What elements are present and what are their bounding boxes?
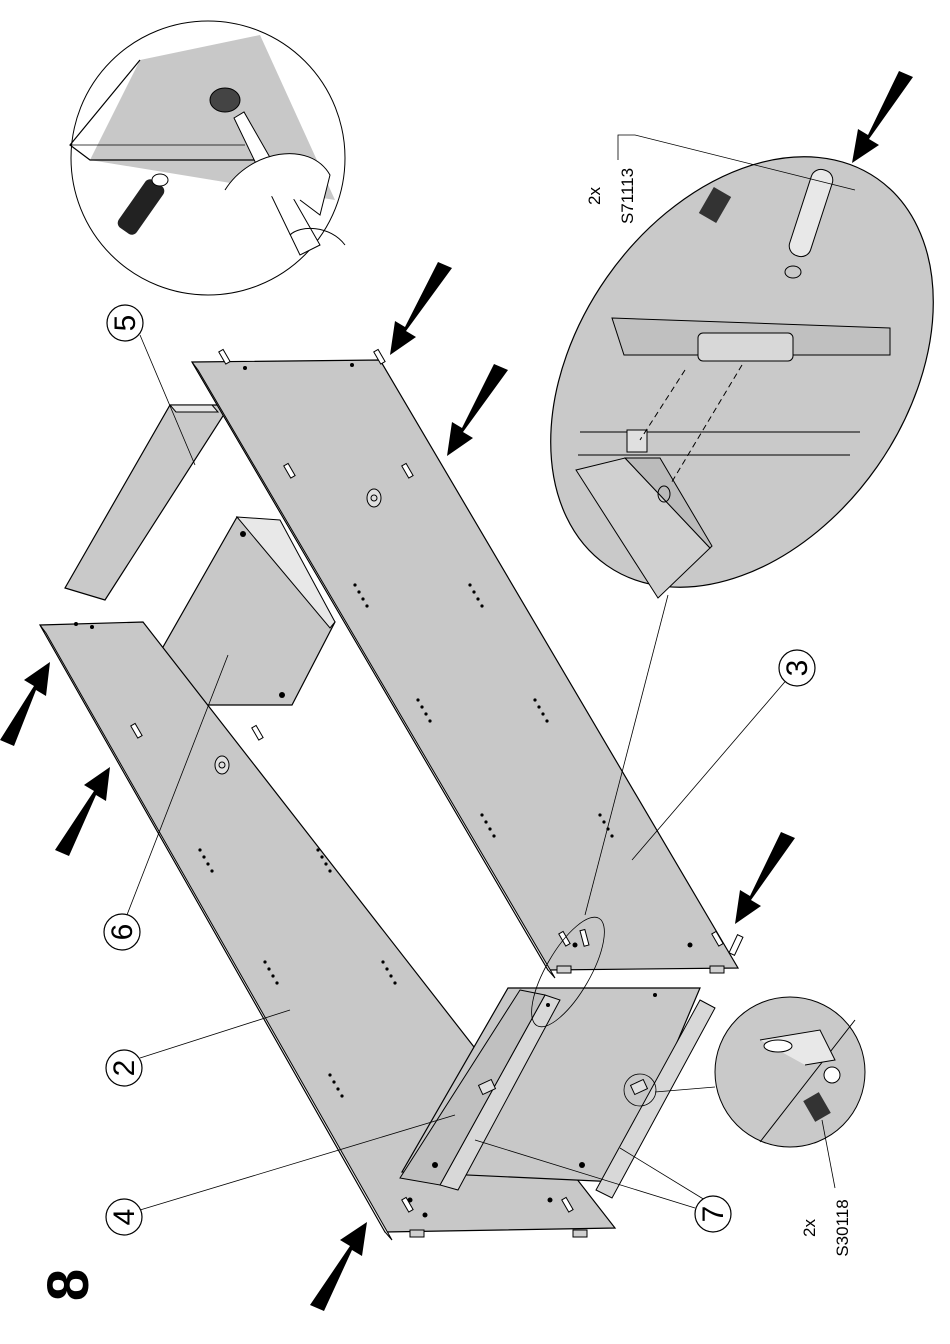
dowel-hardware-label: 2x S71113 [585,168,637,224]
svg-text:5: 5 [109,315,142,332]
svg-text:6: 6 [106,924,139,941]
callout-4: 4 [106,1199,142,1235]
svg-text:S30118: S30118 [833,1199,852,1256]
svg-text:S71113: S71113 [618,168,637,224]
callout-2: 2 [106,1050,142,1086]
cam-lock-icon [215,756,229,774]
svg-text:4: 4 [108,1209,141,1226]
svg-text:8: 8 [36,1269,101,1301]
panel-5 [65,405,230,600]
svg-text:2x: 2x [585,187,604,205]
callout-3: 3 [779,650,815,686]
svg-text:2x: 2x [800,1219,819,1237]
callout-7: 7 [695,1196,731,1232]
bracket-hardware-label: 2x S30118 [800,1199,852,1256]
svg-text:7: 7 [697,1206,730,1223]
step-number: 8 [36,1269,101,1301]
svg-text:3: 3 [781,660,814,677]
callout-6: 6 [104,914,140,950]
callout-5: 5 [107,305,143,341]
svg-text:2: 2 [108,1060,141,1077]
screwdriver-detail [70,21,345,295]
